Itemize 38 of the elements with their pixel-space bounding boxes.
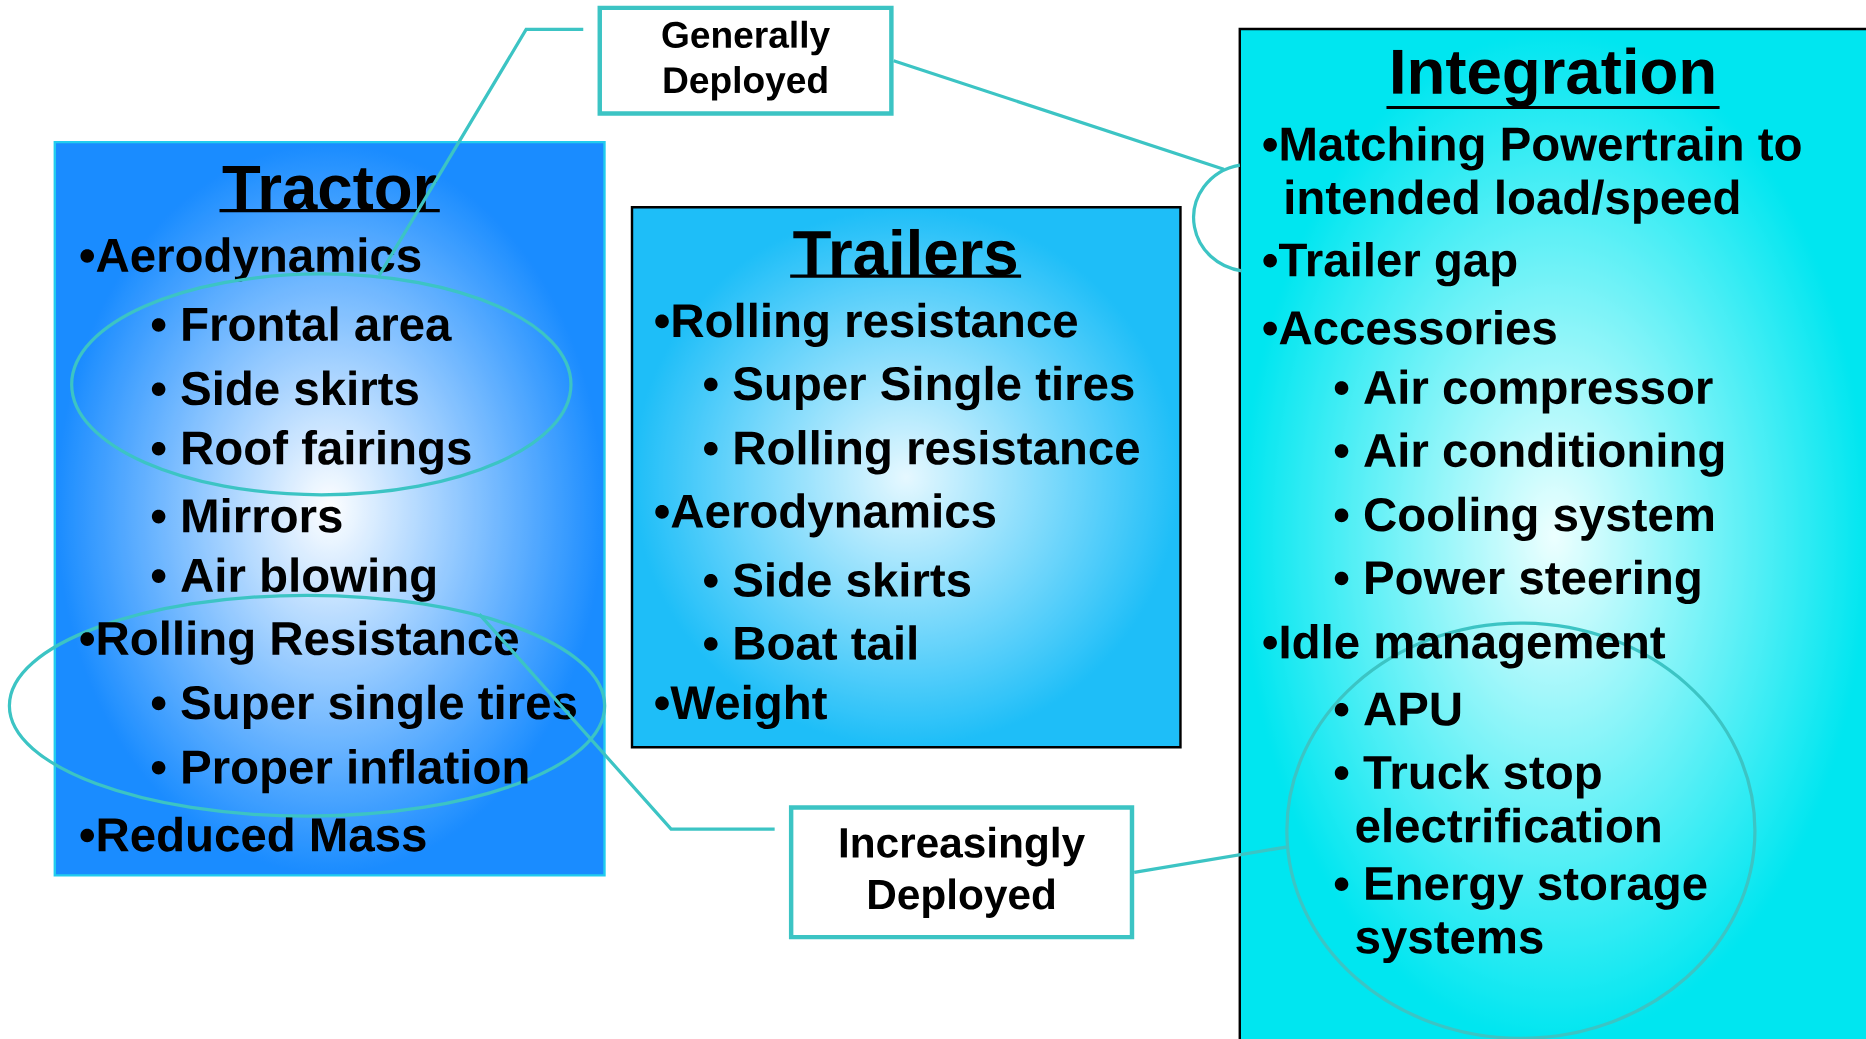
bullet-item: • Rolling resistance xyxy=(704,430,1139,475)
bullet-item: •Aerodynamics xyxy=(655,493,996,538)
bullet-item: • Mirrors xyxy=(151,497,342,533)
callout-box: Generally Deployed xyxy=(597,5,894,116)
highlight-arc xyxy=(1192,163,1243,273)
bullet-item: •Idle management xyxy=(1263,624,1666,669)
heading: Trailers xyxy=(790,229,1022,278)
bullet-item: • Air compressor xyxy=(1334,369,1713,414)
bullet-item: •Rolling resistance xyxy=(655,302,1077,348)
bullet-item: • Power steering xyxy=(1334,559,1700,605)
bullet-item: •Trailer gap xyxy=(1263,242,1517,287)
bullet-item: • Super Single tires xyxy=(704,365,1134,411)
bullet-item: • Frontal area xyxy=(151,306,452,342)
bullet-item: • Air blowing xyxy=(151,557,435,602)
bullet-item: • Super single tires xyxy=(151,684,576,730)
bullet-item: •Reduced Mass xyxy=(80,816,426,852)
bullet-item: • Air conditioning xyxy=(1334,432,1724,477)
bullet-item: •Accessories xyxy=(1263,309,1556,345)
bullet-item: • Cooling system xyxy=(1334,496,1713,542)
callout-box: Increasingly Deployed xyxy=(788,805,1135,940)
bullet-item: • Side skirts xyxy=(704,562,971,597)
leader-line xyxy=(377,27,584,277)
leader-line xyxy=(893,59,1225,171)
leader-line xyxy=(478,613,775,831)
bullet-item: • Truck stop electrification xyxy=(1334,754,1660,843)
bullet-item: • Boat tail xyxy=(704,625,916,661)
bullet-item: • Proper inflation xyxy=(151,749,528,794)
heading: Integration xyxy=(1386,47,1720,110)
bullet-item: •Matching Powertrain to intended load/speed xyxy=(1263,126,1801,224)
bullet-item: • APU xyxy=(1334,692,1461,726)
bullet-item: • Side skirts xyxy=(151,370,418,406)
bullet-item: •Rolling Resistance xyxy=(80,620,518,665)
bullet-item: • Energy storage systems xyxy=(1334,867,1707,964)
bullet-item: •Weight xyxy=(655,684,827,730)
heading: Tractor xyxy=(219,165,440,213)
bullet-item: •Aerodynamics xyxy=(80,237,421,282)
bullet-item: • Roof fairings xyxy=(151,430,471,475)
leader-line xyxy=(1133,845,1287,874)
